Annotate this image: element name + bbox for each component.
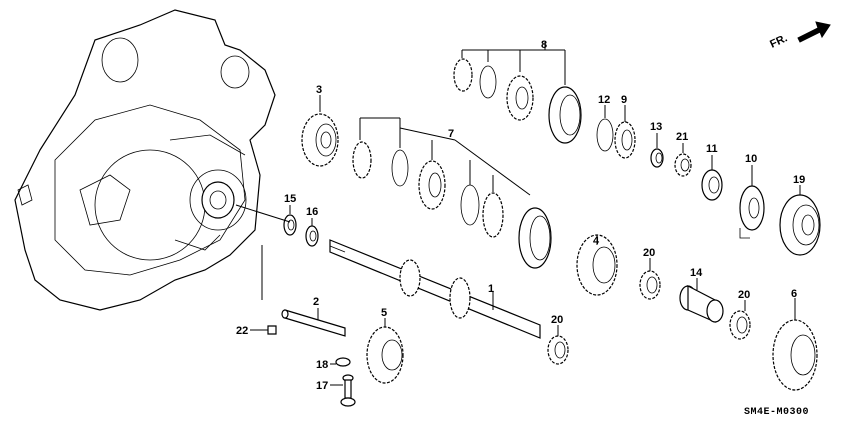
part-6-gear: [772, 319, 818, 391]
front-direction-indicator: FR.: [768, 21, 831, 51]
part-2-shaft: [281, 309, 346, 337]
part-5-gear: [366, 326, 404, 384]
callout-11: 11: [706, 143, 718, 155]
callout-12: 12: [598, 94, 610, 106]
part-12-ring: [596, 118, 614, 152]
part-16-washer: [305, 225, 319, 247]
front-arrow-icon: [797, 21, 831, 43]
part-9-synchro-ring: [614, 121, 636, 159]
part-18-washer: [335, 357, 351, 367]
callout-20-lower: 20: [551, 314, 563, 326]
callout-6: 6: [791, 288, 797, 300]
callout-2: 2: [313, 296, 319, 308]
part-19-ball-bearing: [779, 194, 821, 256]
part-4-gear: [576, 234, 618, 296]
part-17-bolt: [340, 374, 356, 407]
callout-15: 15: [284, 193, 296, 205]
callout-19: 19: [793, 174, 805, 186]
part-7-synchro-assembly: [352, 141, 552, 269]
part-20-needle-bearing-right: [729, 310, 751, 340]
part-10-lock-washer: [739, 185, 765, 239]
callout-labels: 1 2 3 4 5 6 7 8 9 10 11 12 13 14 15 16 1…: [236, 39, 805, 392]
part-13-collar: [650, 148, 664, 168]
callout-9: 9: [621, 94, 627, 106]
callout-5: 5: [381, 307, 387, 319]
leader-lines: [235, 42, 801, 386]
part-21-needle-bearing: [674, 153, 692, 177]
part-14-distance-collar: [679, 285, 724, 323]
callout-3: 3: [316, 84, 322, 96]
callout-8: 8: [541, 39, 547, 51]
part-15-washer: [283, 214, 297, 236]
callout-4: 4: [593, 235, 600, 247]
part-20-needle-bearing-lower: [547, 335, 569, 365]
callout-1: 1: [488, 283, 494, 295]
transmission-housing: [14, 9, 276, 311]
drawing-code: SM4E-M0300: [744, 407, 809, 418]
part-11-distance-collar: [701, 169, 723, 201]
callout-21: 21: [676, 131, 688, 143]
part-8-synchro-assembly: [453, 58, 582, 144]
part-1-mainshaft: [329, 239, 541, 339]
front-direction-label: FR.: [768, 32, 789, 50]
callout-13: 13: [650, 121, 662, 133]
callout-22: 22: [236, 325, 248, 337]
part-22-bolt: [267, 325, 277, 335]
part-20-needle-bearing-upper: [639, 270, 661, 300]
callout-18: 18: [316, 359, 328, 371]
callout-20-right: 20: [738, 289, 750, 301]
callout-20-upper: 20: [643, 247, 655, 259]
callout-16: 16: [306, 206, 318, 218]
callout-14: 14: [690, 267, 703, 279]
callout-17: 17: [316, 380, 328, 392]
callout-7: 7: [448, 128, 454, 140]
part-3-gear: [301, 113, 339, 167]
callout-10: 10: [745, 153, 757, 165]
